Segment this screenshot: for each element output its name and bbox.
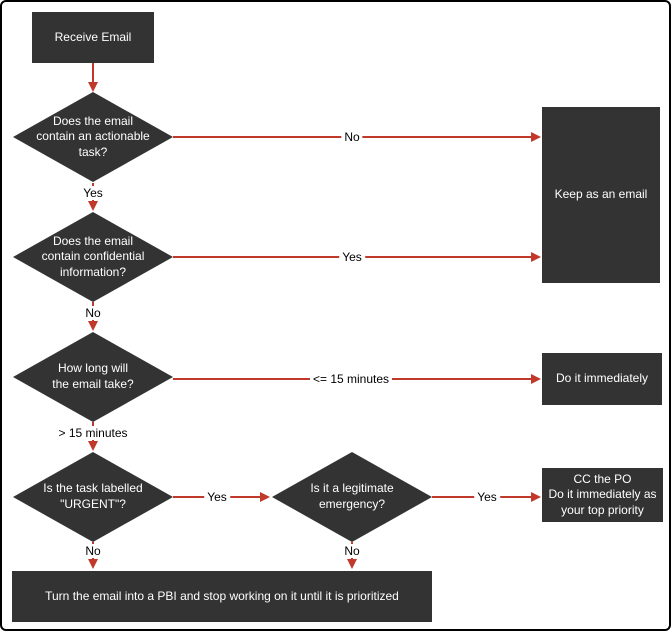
arrowhead-right-icon bbox=[531, 374, 541, 384]
node-turn-into-pbi: Turn the email into a PBI and stop worki… bbox=[12, 571, 432, 622]
arrowhead-right-icon bbox=[531, 252, 541, 262]
arrowhead-down-icon bbox=[347, 559, 357, 569]
edge-label-urgent-no: No bbox=[82, 544, 104, 558]
arrowhead-down-icon bbox=[88, 321, 98, 331]
arrowhead-down-icon bbox=[88, 201, 98, 211]
edge-label-actionable-no: No bbox=[341, 130, 363, 144]
edge-label-confidential-no: No bbox=[82, 306, 104, 320]
edge-label-emergency-yes: Yes bbox=[474, 490, 500, 504]
decision-actionable-task: Does the email contain an actionable tas… bbox=[13, 92, 173, 182]
decision-urgent-label: Is the task labelled "URGENT"? bbox=[13, 452, 173, 542]
arrowhead-right-icon bbox=[260, 492, 270, 502]
node-do-it-immediately: Do it immediately bbox=[542, 353, 662, 405]
edge-receive-to-actionable bbox=[92, 63, 94, 83]
edge-label-actionable-yes: Yes bbox=[80, 186, 106, 200]
arrowhead-down-icon bbox=[88, 441, 98, 451]
decision-email-duration: How long will the email take? bbox=[13, 332, 173, 422]
arrowhead-right-icon bbox=[531, 492, 541, 502]
edge-label-confidential-yes: Yes bbox=[339, 250, 365, 264]
arrowhead-down-icon bbox=[88, 82, 98, 92]
arrowhead-right-icon bbox=[531, 132, 541, 142]
edge-label-urgent-yes: Yes bbox=[204, 490, 230, 504]
edge-label-duration-short: <= 15 minutes bbox=[309, 372, 393, 386]
edge-label-duration-long: > 15 minutes bbox=[55, 426, 131, 440]
node-keep-as-email: Keep as an email bbox=[542, 107, 660, 283]
node-receive-email: Receive Email bbox=[32, 12, 154, 63]
node-cc-the-po: CC the PO Do it immediately as your top … bbox=[542, 468, 663, 522]
decision-legitimate-emergency: Is it a legitimate emergency? bbox=[272, 452, 432, 542]
arrowhead-down-icon bbox=[88, 559, 98, 569]
edge-label-emergency-no: No bbox=[341, 544, 363, 558]
decision-confidential-info: Does the email contain confidential info… bbox=[13, 212, 173, 302]
